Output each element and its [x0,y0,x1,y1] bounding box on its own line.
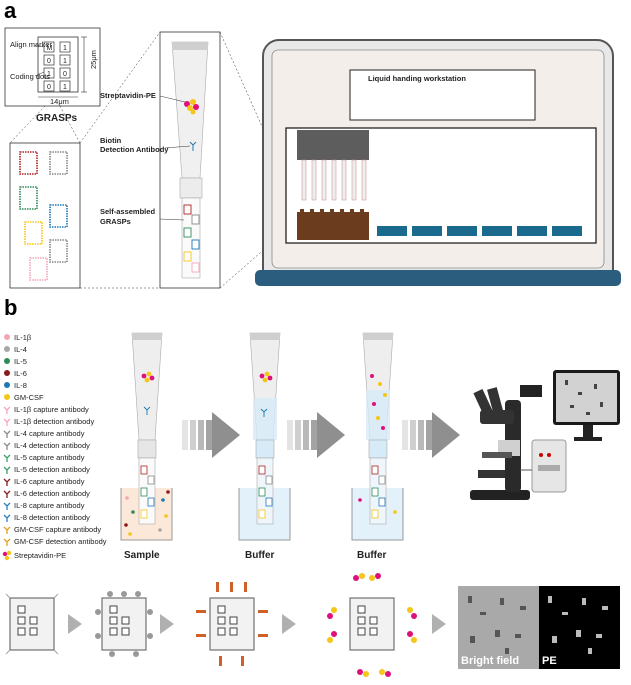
grasps-title: GRASPs [36,113,78,124]
panel-b-letter: b [4,295,17,320]
width-label: 14μm [50,97,69,106]
legend-item: IL-1β [14,333,32,342]
code-cell: 1 [63,58,67,65]
legend-item: Streptavidin-PE [14,551,66,560]
step-label-buffer-2: Buffer [357,550,387,561]
legend-item: GM-CSF detection antibody [14,537,107,546]
pe-image: PE [539,586,620,669]
pipette-tips [301,159,367,201]
detection-antibody-label: Detection Antibody [100,145,169,154]
coding-dots-label: Coding dots [10,72,50,81]
step-label-buffer-1: Buffer [245,550,275,561]
grasp-array [9,142,81,289]
legend: IL-1β IL-4 IL-5 IL-6 IL-8 GM-CSF IL-1β c… [2,333,107,561]
self-assembled-grasps-label: GRASPs [100,217,131,226]
liquid-handling-workstation: Liquid handing workstation [255,39,621,286]
code-grid: M 1 0 1 1 0 0 1 [43,41,71,92]
legend-item: IL-8 detection antibody [14,513,90,522]
legend-item: GM-CSF capture antibody [14,525,101,534]
grasp-callout: M 1 0 1 1 0 0 1 Align marker Coding dots… [4,27,101,107]
arrow-3 [402,412,460,458]
tube-sample [120,332,173,541]
code-cell: 0 [63,71,67,78]
code-cell: 1 [47,71,51,78]
bright-field-image: Bright field [458,586,539,669]
code-cell: 0 [47,58,51,65]
arrow-2 [287,412,345,458]
legend-item: IL-6 detection antibody [14,489,90,498]
height-label: 25μm [89,50,98,69]
step-label-sample: Sample [124,550,160,561]
legend-item: IL-6 capture antibody [14,477,85,486]
bright-field-label: Bright field [461,655,519,667]
legend-item: GM-CSF [14,393,44,402]
legend-item: IL-1β capture antibody [14,405,89,414]
tube-buffer-2 [351,332,404,541]
legend-item: IL-1β detection antibody [14,417,94,426]
code-cell: 1 [63,84,67,91]
code-cell: M [47,45,53,52]
monitor-icon [553,370,620,441]
legend-item: IL-6 [14,369,27,378]
legend-item: IL-5 detection antibody [14,465,90,474]
arrow-1 [182,412,240,458]
legend-item: IL-5 [14,357,27,366]
pe-label: PE [542,655,557,667]
panel-a-letter: a [4,0,17,23]
legend-item: IL-8 [14,381,27,390]
legend-item: IL-4 detection antibody [14,441,90,450]
align-marker-label: Align marker [10,40,53,49]
legend-item: IL-4 [14,345,27,354]
microscope-icon [470,385,567,500]
legend-item: IL-5 capture antibody [14,453,85,462]
code-cell: 1 [63,45,67,52]
self-assembled-label: Self-assembled [100,207,155,216]
tube-buffer-1 [238,332,291,541]
tube-box [159,31,221,289]
legend-item: IL-4 capture antibody [14,429,85,438]
streptavidin-pe-label: Streptavidin-PE [100,91,156,100]
biotin-label: Biotin [100,136,122,145]
code-cell: 0 [47,84,51,91]
legend-item: IL-8 capture antibody [14,501,85,510]
align-marker-text: Align marker [10,40,53,49]
grasp-sequence [5,573,446,677]
workstation-label: Liquid handing workstation [368,74,466,83]
